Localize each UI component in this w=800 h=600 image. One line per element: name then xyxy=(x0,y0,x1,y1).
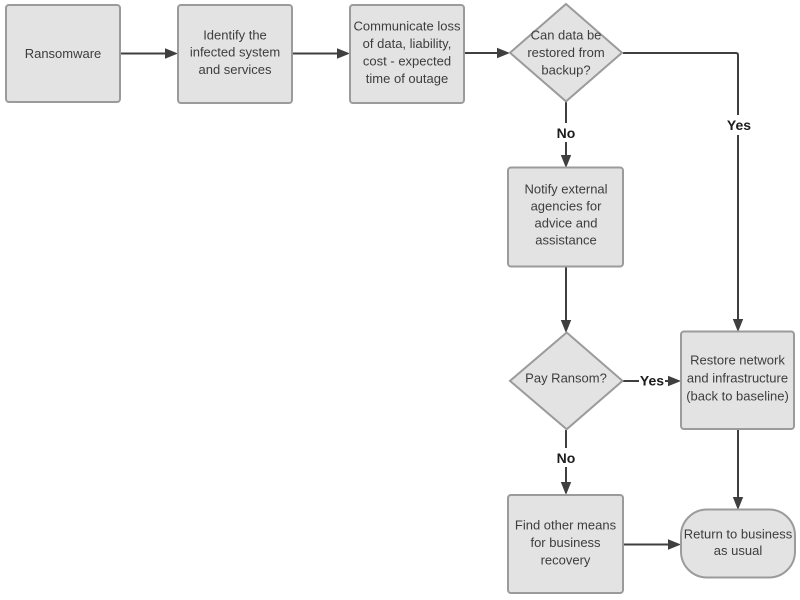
svg-text:No: No xyxy=(557,450,576,466)
svg-text:Ransomware: Ransomware xyxy=(25,46,102,61)
svg-text:Yes: Yes xyxy=(727,117,751,133)
svg-text:Restore network: Restore network xyxy=(690,353,785,368)
svg-text:No: No xyxy=(557,125,576,141)
svg-text:agencies for: agencies for xyxy=(531,199,602,214)
svg-text:recovery: recovery xyxy=(541,552,591,567)
svg-text:Can data be: Can data be xyxy=(531,28,602,43)
svg-text:of data, liability,: of data, liability, xyxy=(363,36,452,51)
svg-text:and infrastructure: and infrastructure xyxy=(687,371,788,386)
svg-text:advice and: advice and xyxy=(535,216,598,231)
svg-text:infected system: infected system xyxy=(190,45,280,60)
svg-text:time of outage: time of outage xyxy=(366,71,448,86)
svg-text:(back to baseline): (back to baseline) xyxy=(686,389,789,404)
svg-text:Notify external: Notify external xyxy=(524,182,607,197)
svg-text:as usual: as usual xyxy=(714,543,763,558)
svg-text:Return to business: Return to business xyxy=(684,527,793,542)
svg-text:restored from: restored from xyxy=(527,45,604,60)
svg-text:Identify the: Identify the xyxy=(203,27,267,42)
svg-text:cost - expected: cost - expected xyxy=(363,53,451,68)
svg-text:and services: and services xyxy=(199,62,272,77)
svg-text:Find other means: Find other means xyxy=(515,518,617,533)
svg-text:Pay Ransom?: Pay Ransom? xyxy=(525,371,607,386)
svg-text:Yes: Yes xyxy=(640,373,664,389)
svg-text:assistance: assistance xyxy=(535,233,596,248)
svg-text:Communicate loss: Communicate loss xyxy=(354,18,461,33)
svg-text:backup?: backup? xyxy=(541,63,590,78)
svg-text:for business: for business xyxy=(530,535,601,550)
